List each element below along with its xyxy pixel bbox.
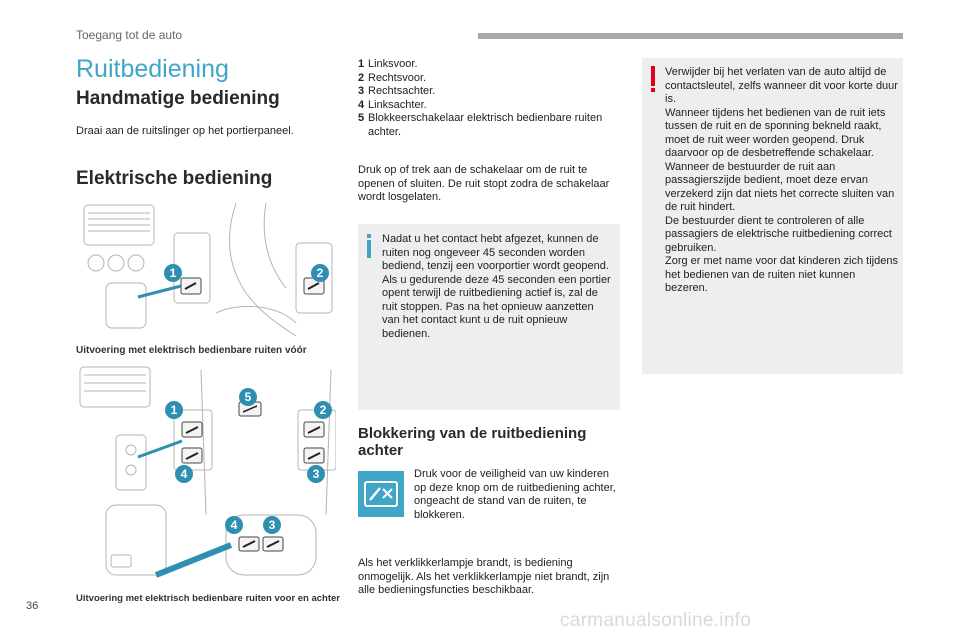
marker-3: 3 (268, 518, 276, 532)
caption-all: Uitvoering met elektrisch bedienbare rui… (76, 593, 340, 604)
info-box (358, 224, 620, 410)
manual-text: Draai aan de ruitslinger op het portierp… (76, 125, 294, 137)
marker-1: 1 (170, 403, 178, 417)
header-rule (478, 33, 903, 39)
info-text: Nadat u het contact hebt afgezet, kunnen… (382, 233, 611, 340)
illustration-front-console (83, 203, 333, 336)
block-text: Druk voor de veiligheid van uw kinderen … (414, 468, 616, 521)
block-heading: Blokkering van de ruitbediening achter (358, 425, 587, 459)
page-title: Ruitbediening (76, 55, 229, 83)
watermark: carmanualsonline.info (560, 610, 752, 631)
manual-heading: Handmatige bediening (76, 88, 280, 109)
press-instructions: Druk op of trek aan de schakelaar om de … (358, 164, 610, 203)
lamp-text: Als het verklikkerlampje brandt, is bedi… (358, 557, 610, 596)
page-number: 36 (26, 600, 39, 612)
marker-2: 2 (319, 403, 327, 417)
figure-all-windows: 5 1 2 4 3 4 3 (76, 365, 336, 588)
electric-heading: Elektrische bediening (76, 168, 273, 189)
illustration-full-console (79, 366, 336, 578)
child-lock-button-icon (358, 471, 404, 517)
warning-icon (650, 66, 658, 96)
section-header: Toegang tot de auto (76, 28, 183, 42)
window-lock-icon (364, 481, 398, 507)
marker-5: 5 (244, 390, 252, 404)
warning-text: Verwijder bij het verlaten van de auto a… (665, 66, 898, 294)
figure-front-windows: 1 2 (76, 203, 336, 336)
marker-4: 4 (180, 467, 188, 481)
caption-front: Uitvoering met elektrisch bedienbare rui… (76, 345, 307, 356)
marker-2: 2 (316, 266, 324, 280)
marker-1: 1 (169, 266, 177, 280)
marker-3: 3 (312, 467, 320, 481)
marker-4: 4 (230, 518, 238, 532)
warning-box (642, 58, 903, 374)
info-icon (366, 234, 372, 260)
